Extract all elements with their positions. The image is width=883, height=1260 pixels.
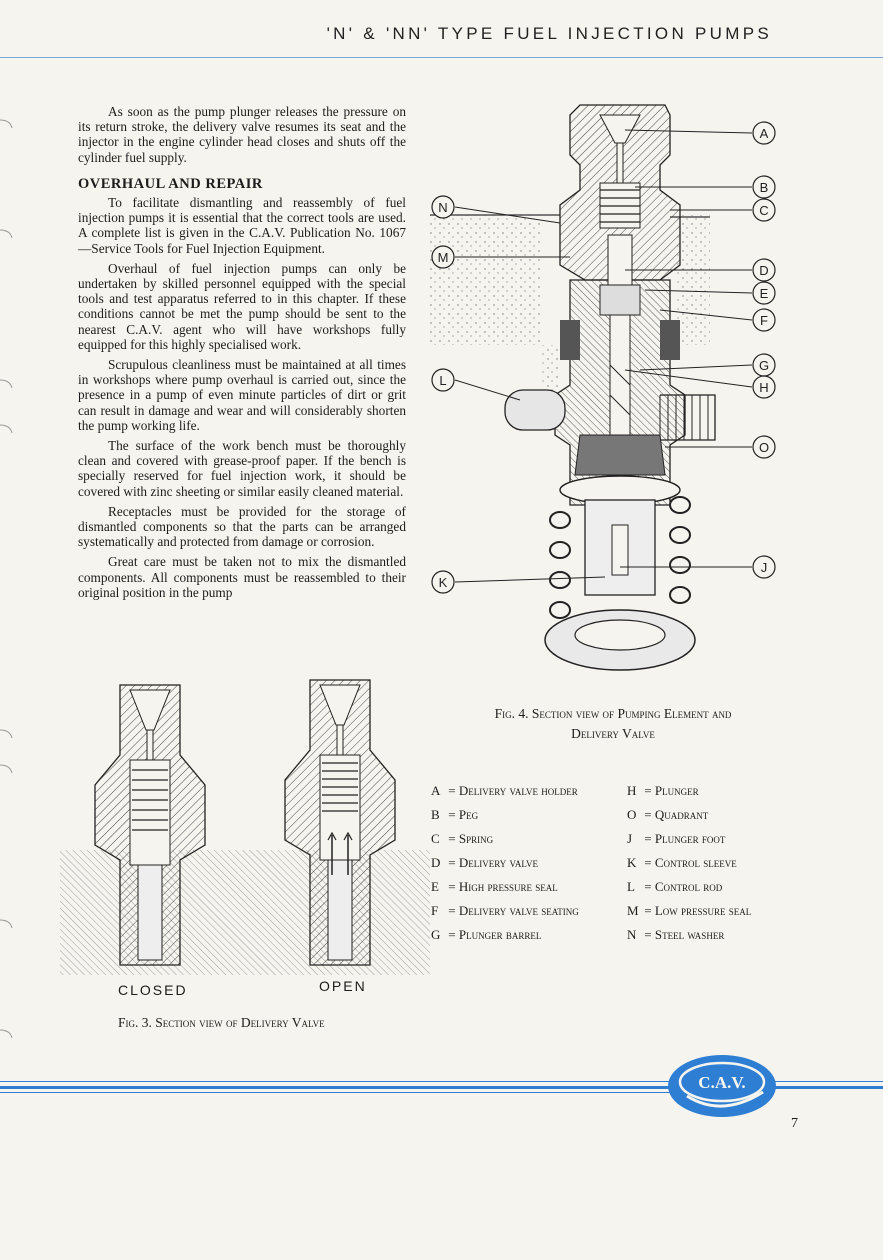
callout-n: N [438,200,447,215]
callout-h: H [759,380,768,395]
footer-rule [0,1092,700,1093]
fig4-caption-line2: Delivery Valve [571,726,655,741]
fig4-caption: Fig. 4. Section view of Pumping Element … [428,704,798,744]
paragraph-2: To facilitate dismantling and reassembly… [78,195,406,256]
fig3-label-closed: CLOSED [118,982,188,998]
callout-b: B [760,180,769,195]
legend-item: K = Control sleeve [627,855,737,870]
fig3-caption: Fig. 3. Section view of Delivery Valve [118,1015,325,1030]
section-heading: OVERHAUL AND REPAIR [78,175,263,192]
margin-marks [0,119,13,1039]
fig4-pumping-element-drawing: A B C D E F G H O J K L M N [430,104,776,671]
paragraph-7: Great care must be taken not to mix the … [78,554,406,600]
paragraph-4: Scrupulous cleanliness must be maintaine… [78,357,406,433]
callout-m: M [438,250,449,265]
running-header: 'N' & 'NN' TYPE FUEL INJECTION PUMPS [326,24,772,43]
callout-c: C [759,203,768,218]
footer-rule [0,1081,700,1082]
callout-k: K [439,575,448,590]
legend-item: B = Peg [431,807,479,822]
callout-g: G [759,358,769,373]
callout-o: O [759,440,769,455]
callout-f: F [760,313,768,328]
paragraph-6: Receptacles must be provided for the sto… [78,503,406,550]
paragraph-3: Overhaul of fuel injection pumps can onl… [78,260,406,352]
callout-d: D [759,263,768,278]
legend-item: C = Spring [431,831,494,846]
callout-j: J [761,560,768,575]
callout-l: L [439,373,446,388]
logo-text: C.A.V. [698,1073,745,1092]
legend-item: L = Control rod [627,879,723,894]
callout-a: A [760,126,769,141]
legend-item: J = Plunger foot [627,831,726,846]
cav-logo: C.A.V. [668,1055,776,1117]
footer-rule [770,1086,883,1089]
fig4-caption-line1: Fig. 4. Section view of Pumping Element … [494,706,732,721]
legend-item: E = High pressure seal [431,879,558,894]
footer-rule [0,1086,700,1089]
legend-item: O = Quadrant [627,807,709,822]
header-rule [0,57,883,58]
body-text-column: As soon as the pump plunger releases the… [78,104,406,605]
open-valve [284,679,396,966]
legend-item: A = Delivery valve holder [431,783,578,798]
legend-item: H = Plunger [627,783,699,798]
footer-rule [770,1081,883,1082]
callout-e: E [760,286,769,301]
page-number: 7 [791,1116,798,1131]
fig3-label-open: OPEN [319,978,367,994]
closed-valve [94,684,206,966]
legend-item: D = Delivery valve [431,855,538,870]
paragraph-1: As soon as the pump plunger releases the… [78,104,406,165]
legend-item: G = Plunger barrel [431,927,542,942]
paragraph-5: The surface of the work bench must be th… [78,438,406,499]
legend-item: N = Steel washer [627,927,725,942]
legend-item: F = Delivery valve seating [431,903,579,918]
fig3-delivery-valve-drawing [60,679,430,975]
legend-item: M = Low pressure seal [627,903,752,918]
